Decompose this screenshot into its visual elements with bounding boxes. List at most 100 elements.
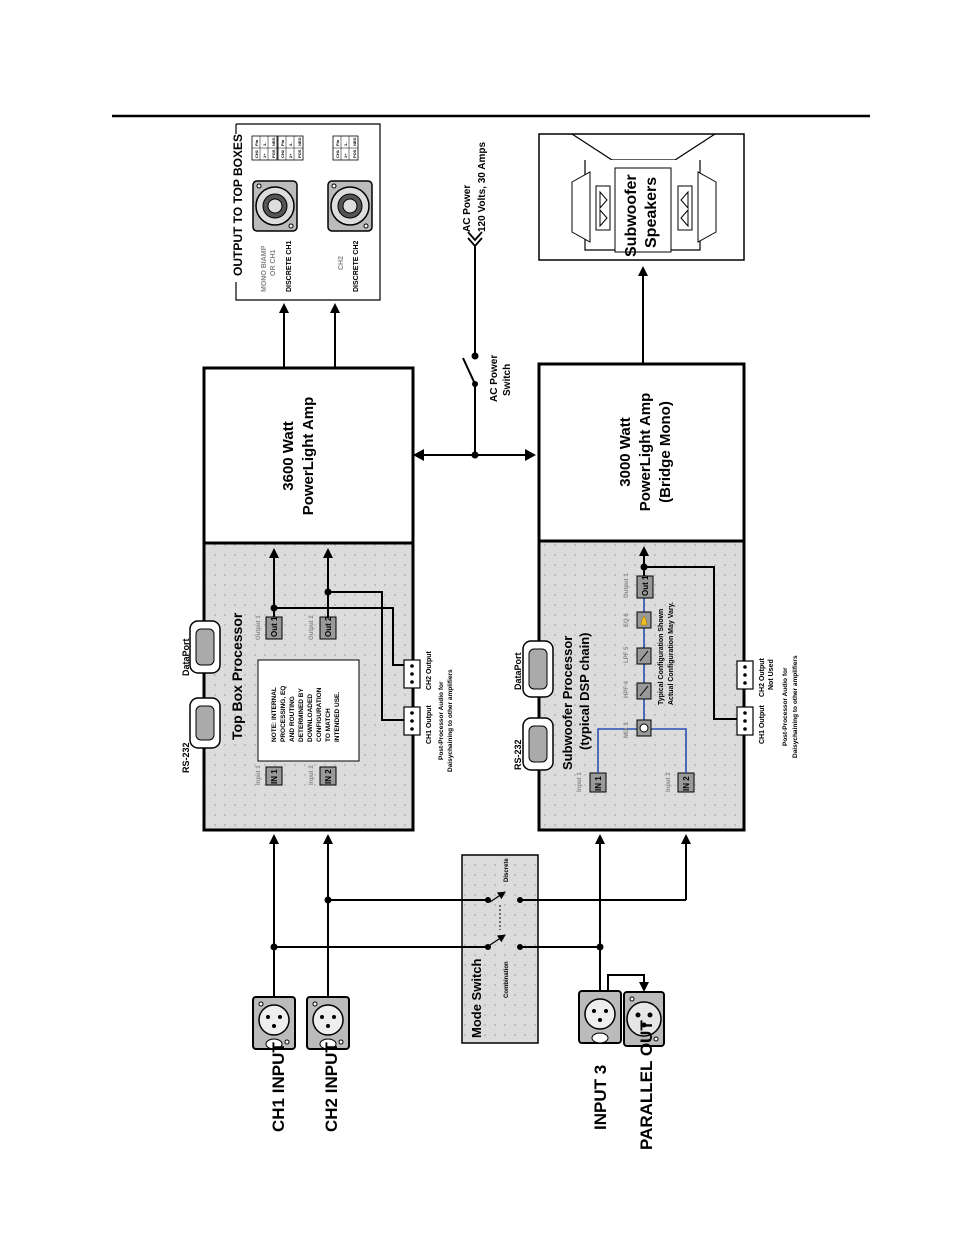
ac-switch-label-1: AC Power	[489, 355, 500, 402]
svg-text:1-: 1-	[262, 142, 267, 146]
output-top-boxes-title: OUTPUT TO TOP BOXES	[231, 134, 245, 276]
ac-power-label-1: AC Power	[462, 185, 473, 232]
svg-text:1+: 1+	[343, 153, 348, 158]
svg-text:PowerLight Amp: PowerLight Amp	[637, 393, 654, 512]
svg-text:Speakers: Speakers	[643, 177, 660, 248]
svg-text:1-: 1-	[343, 142, 348, 146]
ch1-pin-table: CH1 Pin 1+ 1- POS NEG	[251, 135, 278, 161]
top-box-processor: Top Box Processor RS-232 DataPort Input …	[181, 541, 421, 832]
top-rs232-port	[189, 697, 221, 749]
svg-text:PROCESSING, EQ: PROCESSING, EQ	[280, 686, 287, 742]
svg-text:Subwoofer: Subwoofer	[623, 174, 640, 257]
top-output2-label: Output 2	[309, 615, 315, 640]
sub-post-processor-line2: Daisychaining to other amplifiers	[792, 655, 799, 758]
svg-text:DISCRETE CH1: DISCRETE CH1	[286, 241, 293, 292]
svg-text:CH1: CH1	[335, 149, 340, 158]
svg-text:1+: 1+	[262, 153, 267, 158]
top-post-processor-line2: Daisychaining to other amplifiers	[447, 669, 454, 772]
sub-typical-line2: Actual Configuration May Vary.	[668, 602, 675, 705]
mode-switch: Mode Switch Combination Discrete	[461, 854, 539, 1044]
top-ch2-speakon-jack	[327, 180, 373, 232]
top-in2-text: IN 2	[324, 769, 333, 784]
top-out2-text: Out 2	[324, 616, 333, 637]
svg-text:DISCRETE CH2: DISCRETE CH2	[353, 241, 360, 292]
top-in1-block	[265, 766, 283, 786]
ch1-input-label: CH1 INPUT	[269, 1042, 288, 1132]
ch1b-pin-table: CH1 Pin 1+ 1- POS NEG	[332, 135, 359, 161]
top-post-processor-line1: Post-Processor Audio for	[438, 681, 445, 760]
sub-not-used-label: Not Used	[768, 659, 775, 690]
sub-in1-text: IN 1	[594, 776, 603, 791]
sub-powerlight-amp: 3000 Watt PowerLight Amp (Bridge Mono)	[537, 362, 746, 543]
top-ch2-output-label: CH2 Output	[426, 650, 433, 690]
sub-ch2-output-label: CH2 Output	[759, 657, 766, 697]
output-to-top-boxes-panel: OUTPUT TO TOP BOXES MONO BIAMP OR CH1 DI…	[231, 123, 381, 301]
ac-power-wiring	[413, 231, 536, 461]
sub-lpf-label: LPF 5	[624, 646, 630, 663]
sub-typical-line1: Typical Configuration Shown	[658, 609, 665, 705]
combination-label: Combination	[504, 961, 510, 998]
svg-text:POS: POS	[271, 149, 276, 158]
svg-text:DETERMINED BY: DETERMINED BY	[298, 688, 305, 742]
ch1-xlr-connector	[252, 996, 296, 1050]
svg-text:Pin: Pin	[254, 139, 259, 146]
sub-input1-label: Input 1	[577, 772, 583, 792]
ch2-xlr-connector	[306, 996, 350, 1050]
top-in1-text: IN 1	[270, 769, 279, 784]
sub-rs232-port	[522, 717, 554, 771]
subwoofer-speakers: Subwoofer Speakers	[538, 133, 745, 261]
subwoofer-processor: Subwoofer Processor (typical DSP chain) …	[513, 539, 754, 832]
mode-switch-title: Mode Switch	[469, 958, 484, 1038]
sub-in2-text: IN 2	[682, 776, 691, 791]
sub-dataport-label: DataPort	[513, 652, 523, 690]
sub-processor-title1: Subwoofer Processor	[560, 636, 575, 770]
svg-text:AND ROUTING: AND ROUTING	[289, 696, 296, 742]
svg-text:DOWNLOADED: DOWNLOADED	[307, 694, 314, 742]
sub-rs232-label: RS-232	[513, 739, 523, 770]
parallel-out-label: PARALLEL OUT	[637, 1020, 656, 1150]
top-in2-block	[319, 766, 337, 786]
svg-text:POS: POS	[352, 149, 357, 158]
svg-text:NEG: NEG	[271, 137, 276, 146]
sub-input2-label: Input 2	[666, 772, 672, 792]
svg-text:CH2: CH2	[280, 149, 285, 158]
svg-text:3000 Watt: 3000 Watt	[617, 417, 634, 486]
top-ch1-speakon-jack	[252, 180, 298, 232]
sub-output1-label: Output 1	[624, 573, 630, 598]
sub-hpf-label: HPF 4	[624, 680, 630, 698]
ac-power-label-2: 120 Volts, 30 Amps	[477, 142, 488, 232]
ac-switch-label-2: Switch	[502, 364, 513, 396]
top-dataport	[189, 620, 221, 674]
svg-text:2+: 2+	[288, 153, 293, 158]
svg-text:OR CH1: OR CH1	[270, 249, 277, 276]
sub-post-processor-line1: Post-Processor Audio for	[782, 667, 789, 746]
svg-text:(Bridge Mono): (Bridge Mono)	[657, 401, 674, 503]
parallel-out-xlr-connector	[623, 991, 665, 1047]
svg-text:NEG: NEG	[352, 137, 357, 146]
svg-text:2-: 2-	[288, 142, 293, 146]
svg-text:CH1: CH1	[254, 149, 259, 158]
top-input2-label: Input 2	[309, 765, 315, 785]
svg-text:PowerLight Amp: PowerLight Amp	[300, 397, 317, 516]
svg-text:Pin: Pin	[335, 139, 340, 146]
top-rs232-label: RS-232	[181, 742, 191, 773]
ch2-pin-table: CH2 Pin 2+ 2- POS NEG	[277, 135, 304, 161]
svg-text:3600 Watt: 3600 Watt	[280, 421, 297, 490]
top-powerlight-amp: 3600 Watt PowerLight Amp	[202, 366, 415, 545]
svg-text:NOTE: INTERNAL: NOTE: INTERNAL	[271, 687, 278, 742]
svg-text:TO MATCH: TO MATCH	[325, 708, 332, 742]
top-out1-text: Out 1	[270, 616, 279, 637]
sub-eq-label: EQ 6	[624, 613, 630, 627]
top-output1-label: Output 1	[256, 615, 262, 640]
sub-mix-label: MIX 3	[624, 722, 630, 738]
svg-text:NEG: NEG	[297, 137, 302, 146]
top-processor-title: Top Box Processor	[229, 612, 245, 740]
svg-text:CH2: CH2	[338, 256, 345, 270]
top-input1-label: Input 1	[256, 765, 262, 785]
sub-out1-text: Out 1	[641, 575, 650, 596]
top-processor-note-box	[257, 659, 360, 762]
input3-label: INPUT 3	[591, 1065, 610, 1130]
input3-xlr-connector	[578, 990, 622, 1044]
discrete-label: Discrete	[504, 858, 510, 882]
